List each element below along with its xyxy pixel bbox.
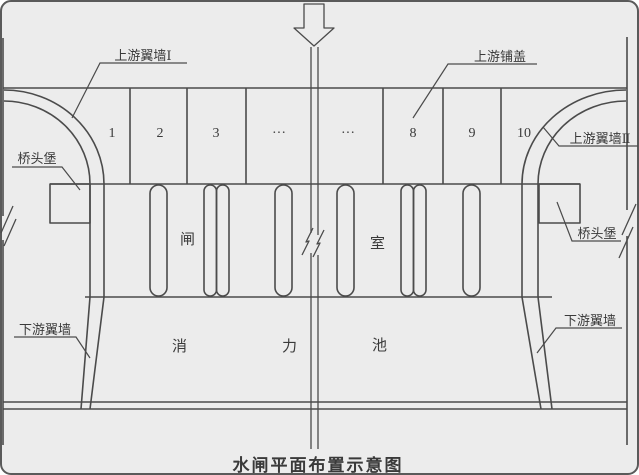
bay-number-3: 3 xyxy=(213,126,220,141)
bridgehead-left-box xyxy=(49,183,91,224)
bay-number-1: 1 xyxy=(109,126,116,141)
label-downstream-wing-wall-left: 下游翼墙 xyxy=(19,322,71,337)
label-gate-chamber-left-char: 闸 xyxy=(180,231,196,248)
leader-bridgehead-left xyxy=(12,166,81,191)
label-downstream-wing-wall-right: 下游翼墙 xyxy=(564,313,616,328)
leader-upstream-wing-wall-1 xyxy=(71,62,187,119)
gate-pier-joint-b xyxy=(412,184,427,297)
gate-pier-joint-b xyxy=(215,184,230,297)
gate-pier xyxy=(336,184,355,297)
label-gate-chamber-right-char: 室 xyxy=(370,235,386,252)
label-stilling-basin-char-3: 池 xyxy=(372,337,388,354)
label-upstream-wing-wall-1: 上游翼墙Ⅰ xyxy=(114,48,171,63)
abutment-wall-left xyxy=(89,184,105,297)
label-stilling-basin-char-1: 消 xyxy=(172,338,188,355)
flow-direction-arrow-icon xyxy=(293,3,335,47)
downstream-wing-wall-right-line xyxy=(521,296,553,410)
label-stilling-basin-char-2: 力 xyxy=(282,338,298,355)
bridgehead-right-box xyxy=(538,183,581,224)
label-upstream-apron: 上游铺盖 xyxy=(474,49,526,64)
gate-pier xyxy=(149,184,168,297)
leader-upstream-apron xyxy=(412,63,537,119)
upstream-wing-wall-2-arc xyxy=(521,89,627,185)
downstream-wing-wall-left-line xyxy=(80,296,105,410)
label-upstream-wing-wall-2: 上游翼墙Ⅱ xyxy=(570,131,631,146)
apron-cell-dividers xyxy=(129,88,502,184)
bay-number-ellipsis-right: ··· xyxy=(341,126,355,141)
gate-pier xyxy=(462,184,481,297)
break-symbol-centerline xyxy=(301,227,325,258)
axis-centerline xyxy=(310,47,319,449)
leader-upstream-wing-wall-2 xyxy=(542,126,638,147)
break-symbol-left-bank xyxy=(0,205,17,247)
diagram-title: 水闸平面布置示意图 xyxy=(233,455,404,475)
leader-bridgehead-right xyxy=(556,201,621,242)
bay-number-ellipsis-left: ··· xyxy=(272,126,286,141)
gate-pier xyxy=(274,184,293,297)
bay-number-2: 2 xyxy=(157,126,164,141)
abutment-wall-right xyxy=(521,184,539,297)
bay-number-9: 9 xyxy=(469,126,476,141)
gate-pier-joint-a xyxy=(400,184,415,297)
label-bridgehead-left: 桥头堡 xyxy=(17,151,56,166)
label-bridgehead-right: 桥头堡 xyxy=(577,226,616,241)
gate-pier-joint-a xyxy=(203,184,218,297)
bay-number-10: 10 xyxy=(517,126,531,141)
upstream-wing-wall-1-arc xyxy=(3,89,105,185)
bay-number-8: 8 xyxy=(410,126,417,141)
leader-downstream-wing-wall-right xyxy=(536,327,622,354)
break-symbol-right-bank xyxy=(618,203,637,259)
leader-downstream-wing-wall-left xyxy=(14,336,91,359)
